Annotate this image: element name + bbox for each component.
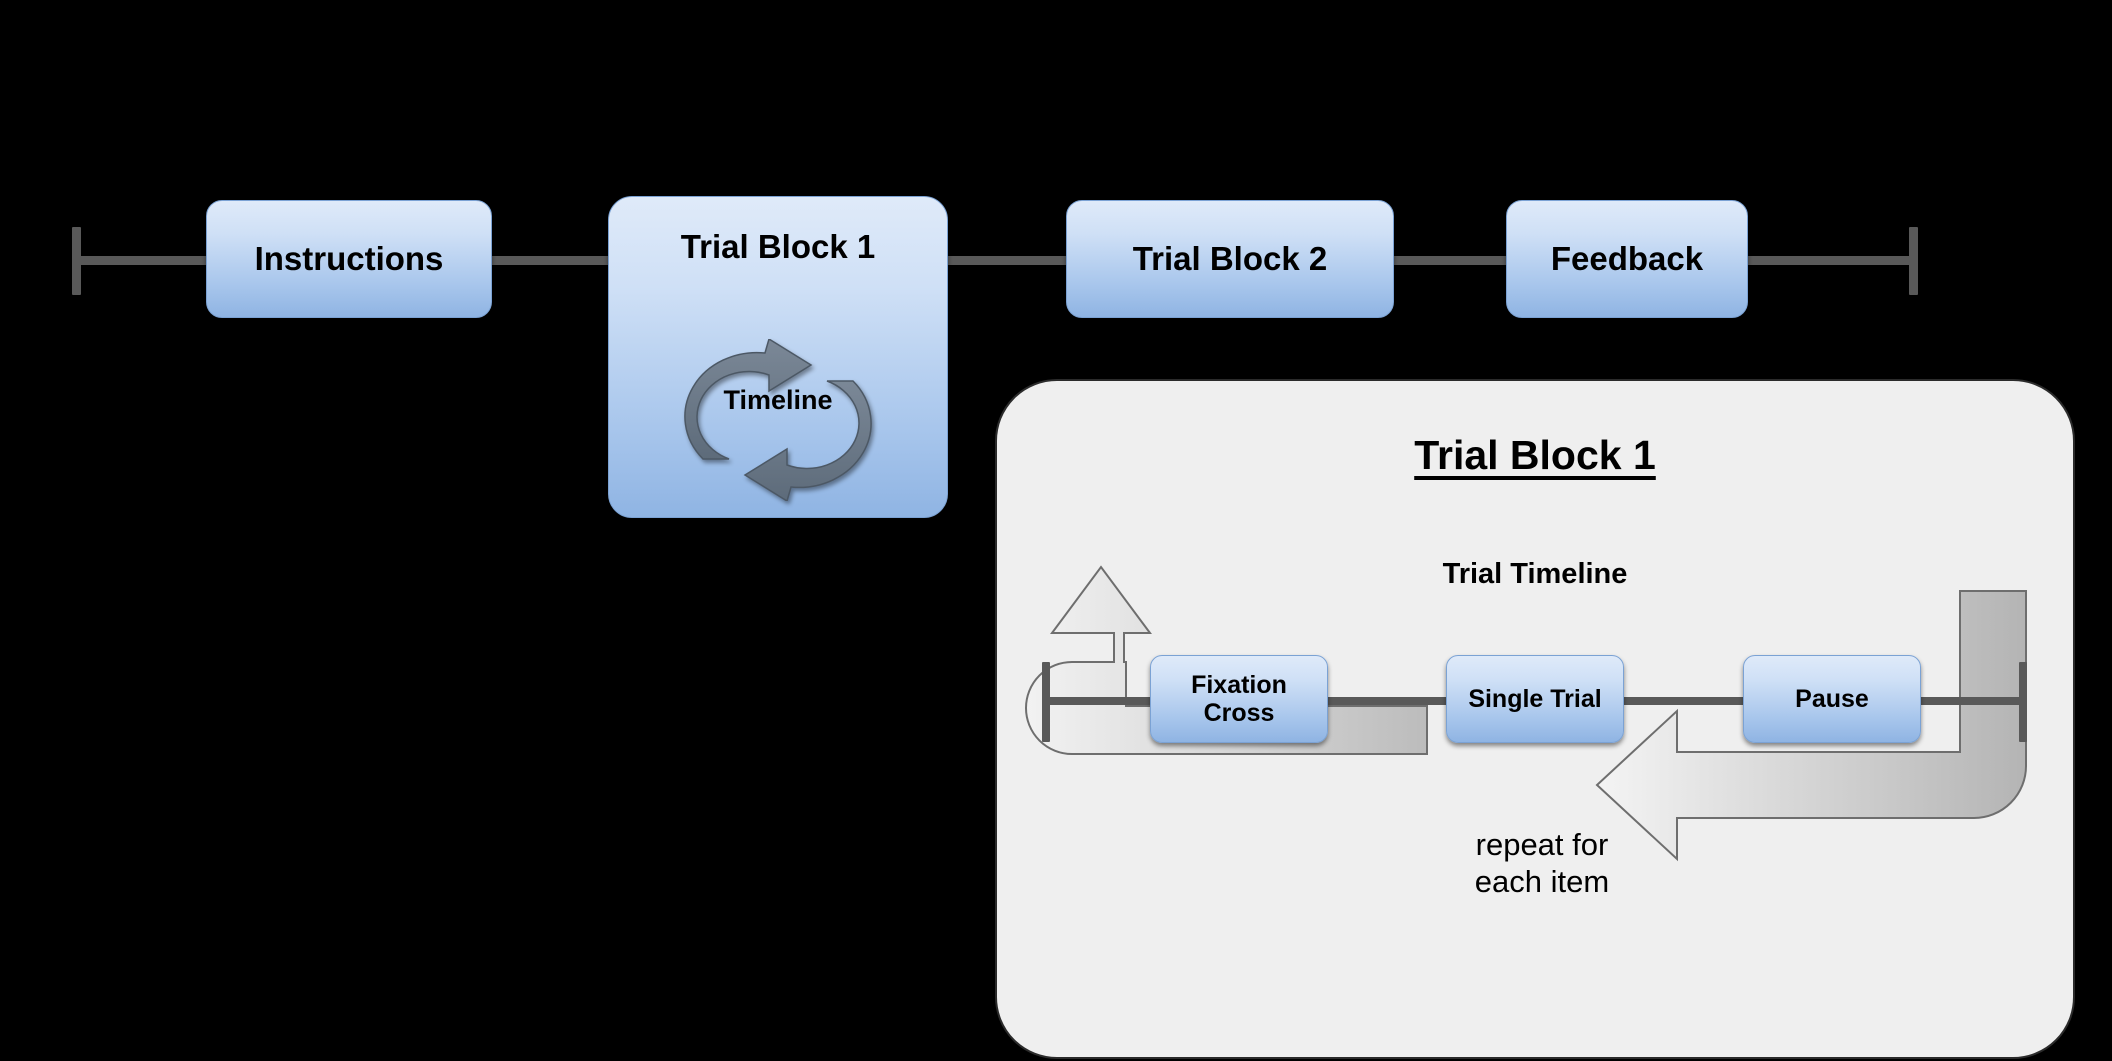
trial-node-single-trial[interactable]: Single Trial	[1446, 655, 1624, 743]
trial-node-fixation-cross[interactable]: Fixation Cross	[1150, 655, 1328, 743]
experiment-timeline-start-tick	[72, 227, 81, 295]
panel-title: Trial Block 1	[1414, 432, 1656, 478]
panel-subtitle: Trial Timeline	[1442, 558, 1628, 590]
trial-node-label-line1: Fixation	[1191, 671, 1287, 699]
trial-node-pause[interactable]: Pause	[1743, 655, 1921, 743]
trial-node-label-line2: Cross	[1203, 699, 1275, 727]
loop-arrow-label: repeat for each item	[1457, 827, 1627, 900]
stage-node-trial-block-2[interactable]: Trial Block 2	[1066, 200, 1394, 318]
loop-label-line1: repeat for	[1475, 827, 1609, 862]
trial-timeline-end-tick	[2019, 662, 2027, 742]
trial-timeline-start-tick	[1042, 662, 1050, 742]
loop-label-line2: each item	[1474, 863, 1610, 899]
stage-node-instructions[interactable]: Instructions	[206, 200, 492, 318]
experiment-timeline-end-tick	[1909, 227, 1918, 295]
stage-node-trial-block-1[interactable]: Trial Block 1 Timeline	[608, 196, 948, 518]
cycle-icon-label: Timeline	[723, 385, 833, 415]
cycle-arrows-icon	[669, 339, 887, 501]
experiment-timeline-line	[76, 256, 1918, 265]
diagram-canvas: Instructions Trial Block 1 Timeline Tria…	[72, 196, 2075, 1059]
stage-node-label: Trial Block 1	[680, 228, 876, 265]
stage-node-feedback[interactable]: Feedback	[1506, 200, 1748, 318]
